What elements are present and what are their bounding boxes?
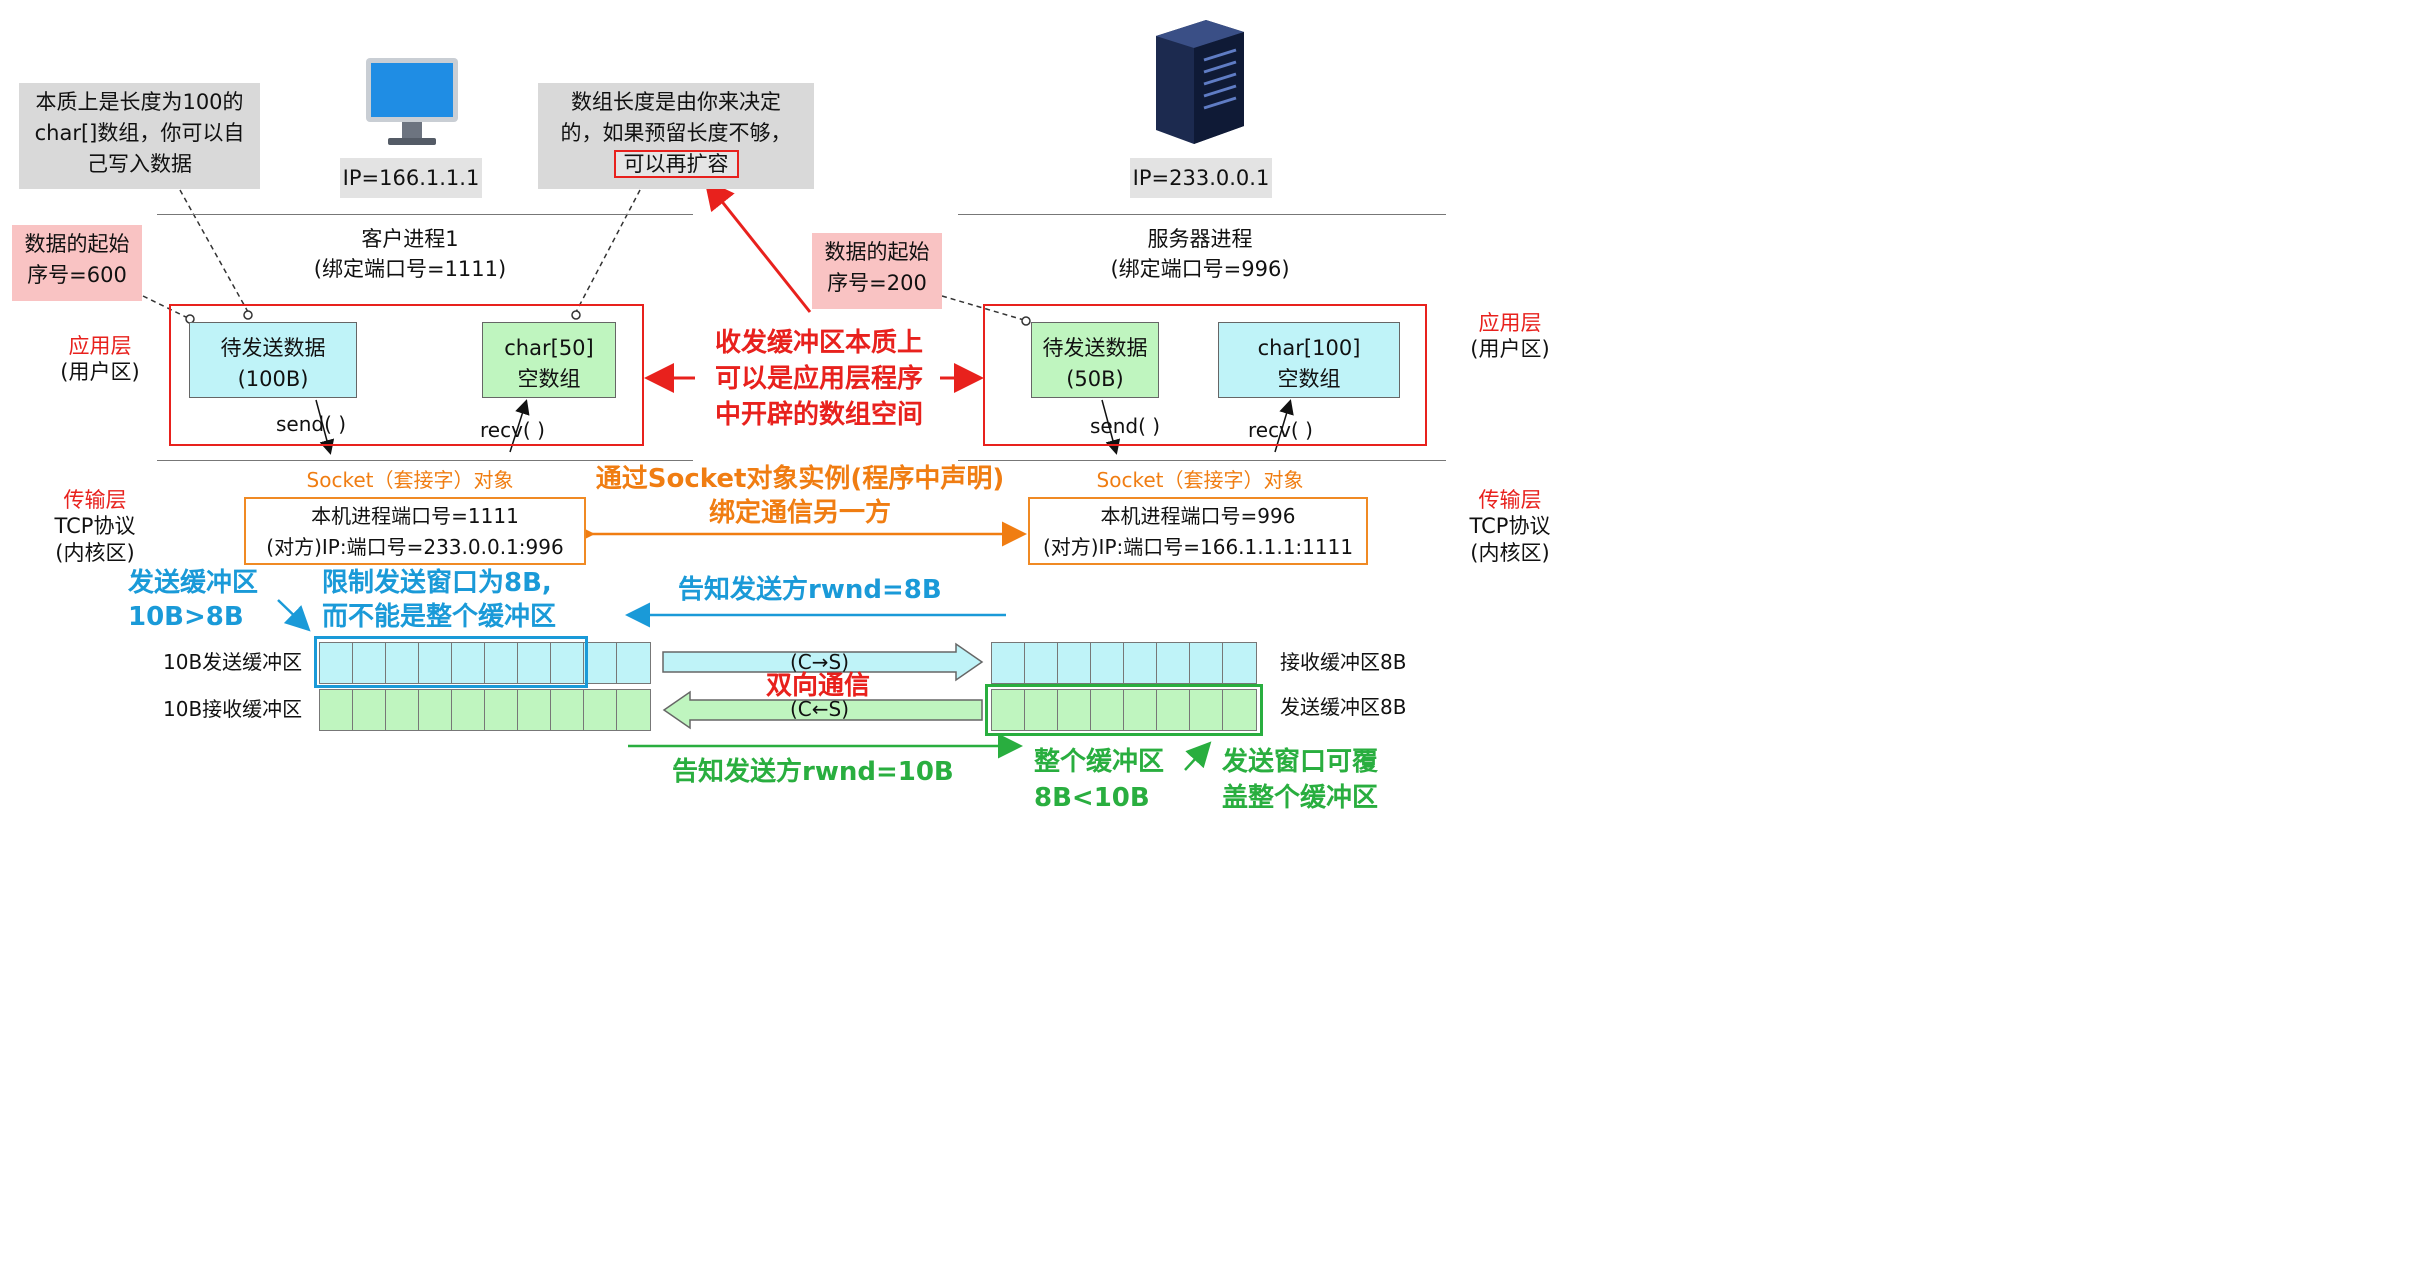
duplex-label: 双向通信	[766, 671, 871, 701]
server-send-call: send( )	[1090, 414, 1161, 438]
note-highlight: 可以再扩容	[613, 150, 739, 178]
client-socket-box: 本机进程端口号=1111 (对方)IP:端口号=233.0.0.1:996	[244, 497, 586, 565]
server-recv-buffer	[991, 642, 1257, 684]
client-recv-buffer	[319, 689, 651, 731]
divider-mid-left	[157, 460, 693, 461]
note-connector-mid	[575, 189, 641, 313]
server-process-port: (绑定端口号=996)	[1110, 257, 1290, 281]
divider-mid-right	[958, 460, 1446, 461]
note-left-gray: 本质上是长度为100的 char[]数组，你可以自 己写入数据	[19, 83, 260, 189]
client-app-box	[169, 304, 644, 446]
server-icon	[1150, 6, 1250, 146]
server-socket-box: 本机进程端口号=996 (对方)IP:端口号=166.1.1.1:1111	[1028, 497, 1368, 565]
server-ip-label: IP=233.0.0.1	[1130, 158, 1272, 198]
server-recv-buffer-label: 接收缓冲区8B	[1280, 650, 1407, 674]
note-connector-left	[179, 189, 249, 313]
s-to-c-label: (C←S)	[790, 697, 850, 721]
transport-layer-right: 传输层 TCP协议 (内核区)	[1469, 488, 1551, 565]
client-socket-title: Socket（套接字）对象	[306, 468, 514, 492]
socket-binding-note: 通过Socket对象实例(程序中声明) 绑定通信另一方	[595, 464, 1005, 528]
note-right-pink: 数据的起始 序号=200	[812, 233, 942, 309]
transport-layer-left: 传输层 TCP协议 (内核区)	[54, 488, 136, 565]
server-app-box	[983, 304, 1427, 446]
monitor-icon	[366, 58, 458, 150]
client-ip-label: IP=166.1.1.1	[340, 158, 482, 198]
green-whole-buffer-note: 整个缓冲区 8B<10B	[1034, 747, 1165, 813]
server-recv-array-box: char[100] 空数组	[1218, 322, 1400, 398]
client-recv-call: recv( )	[480, 418, 545, 442]
green-cover-note: 发送窗口可覆 盖整个缓冲区	[1222, 747, 1379, 813]
client-send-call: send( )	[276, 412, 347, 436]
c-to-s-label: (C→S)	[790, 650, 850, 674]
note-mid-gray: 数组长度是由你来决定 的，如果预留长度不够， 可以再扩容	[538, 83, 814, 189]
server-recv-call: recv( )	[1248, 418, 1313, 442]
green-rwnd-note: 告知发送方rwnd=10B	[672, 757, 954, 787]
divider-top-left	[157, 214, 693, 215]
send-window-highlight	[314, 636, 588, 688]
blue-send-buffer-note: 发送缓冲区 10B>8B	[128, 568, 259, 632]
client-process-port: (绑定端口号=1111)	[313, 257, 507, 281]
connector-layer	[142, 179, 1294, 771]
app-layer-right: 应用层 (用户区)	[1470, 311, 1550, 362]
client-recv-array-box: char[50] 空数组	[482, 322, 616, 398]
client-send-buffer	[319, 642, 651, 684]
app-layer-left: 应用层 (用户区)	[60, 334, 140, 385]
server-send-window-highlight	[985, 684, 1263, 736]
server-socket-title: Socket（套接字）对象	[1096, 468, 1304, 492]
blue-window-limit-note: 限制发送窗口为8B, 而不能是整个缓冲区	[322, 568, 557, 632]
server-send-buffer	[991, 689, 1257, 731]
server-process-title: 服务器进程	[1147, 227, 1253, 251]
note-left-pink: 数据的起始 序号=600	[12, 225, 142, 301]
client-send-buffer-label: 10B发送缓冲区	[163, 650, 303, 674]
server-send-buffer-label: 发送缓冲区8B	[1280, 695, 1407, 719]
buffer-nature-note: 收发缓冲区本质上 可以是应用层程序 中开辟的数组空间	[714, 328, 923, 430]
client-send-data-box: 待发送数据 (100B)	[189, 322, 357, 398]
s-to-c-arrow	[662, 690, 983, 730]
c-to-s-arrow	[662, 642, 984, 682]
client-process-title: 客户进程1	[361, 227, 459, 251]
divider-top-right	[958, 214, 1446, 215]
server-send-data-box: 待发送数据 (50B)	[1031, 322, 1159, 398]
client-recv-buffer-label: 10B接收缓冲区	[163, 697, 303, 721]
blue-rwnd-note: 告知发送方rwnd=8B	[678, 575, 942, 605]
